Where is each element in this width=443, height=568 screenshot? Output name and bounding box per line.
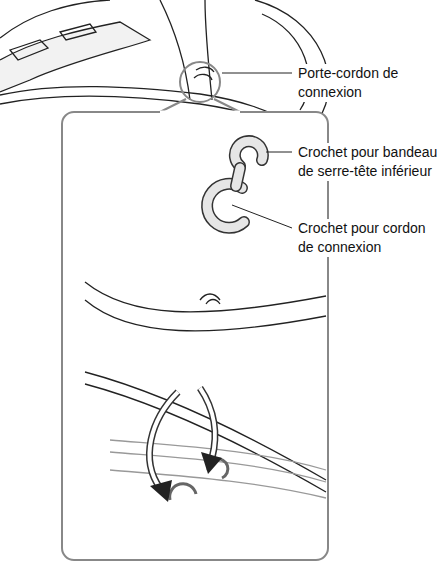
part-label: Crochet pour cordon de connexion [298,219,440,257]
part-label: Crochet pour bandeau de serre-tête infér… [298,143,440,181]
part-label: Porte-cordon de connexion [298,64,440,102]
